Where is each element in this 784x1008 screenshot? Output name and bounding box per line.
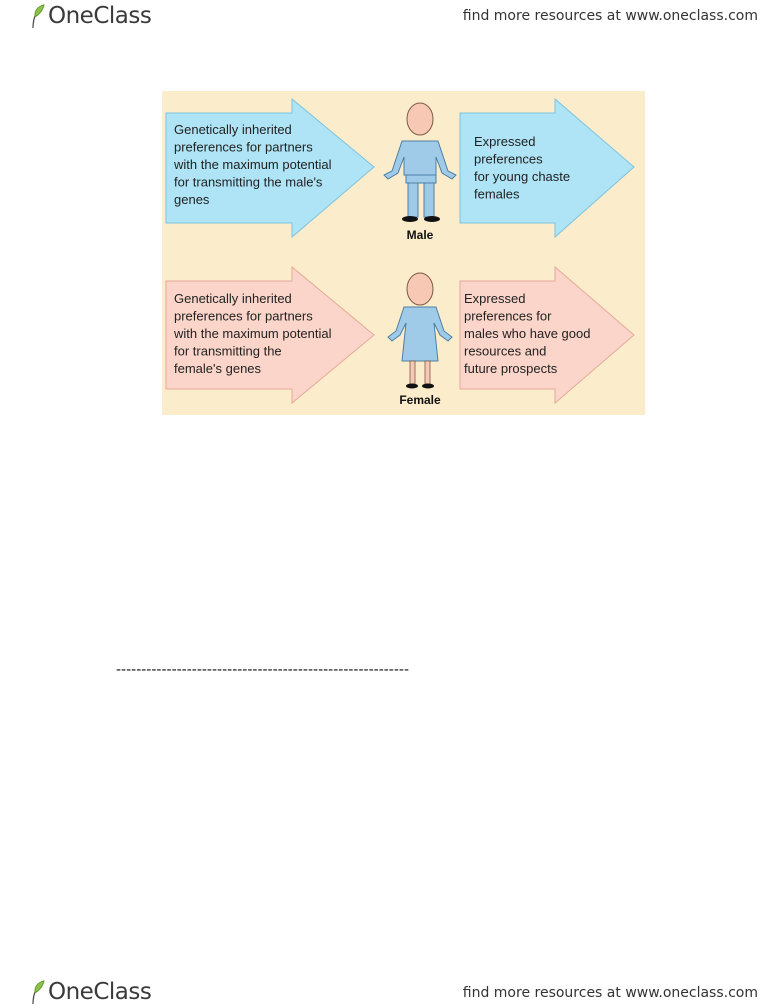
male-right-arrow-text-line: females <box>474 187 520 202</box>
header-tagline[interactable]: find more resources at www.oneclass.com <box>462 8 758 24</box>
male-left-arrow-text-line: Genetically inherited <box>174 122 292 137</box>
female-left-arrow-text: Genetically inherited preferences for par… <box>173 291 332 376</box>
male-figure-icon <box>383 102 457 222</box>
female-left-arrow-text-line: Genetically inherited <box>174 291 292 306</box>
female-left-arrow <box>165 265 375 405</box>
male-right-arrow-text-line: for young chaste <box>474 169 570 184</box>
male-left-arrow-text-line: with the maximum potential <box>173 157 332 172</box>
brand-logo: OneClass <box>30 2 152 30</box>
leaf-icon <box>32 4 45 29</box>
dashed-divider: ----------------------------------------… <box>116 662 410 678</box>
male-label: Male <box>407 228 434 242</box>
footer-brand-logo: OneClass <box>30 978 152 1006</box>
male-left-arrow-text-line: genes <box>174 192 210 207</box>
figure-canvas: Male Female Genetically inherited prefere… <box>165 97 635 407</box>
female-right-arrow-text-line: future prospects <box>464 361 558 376</box>
male-right-arrow <box>459 97 635 239</box>
female-label: Female <box>399 393 441 407</box>
female-figure-icon <box>387 272 453 389</box>
female-right-arrow-text-line: Expressed <box>464 291 525 306</box>
male-right-arrow-text-line: Expressed <box>474 134 535 149</box>
female-right-arrow-text-line: resources and <box>464 344 546 359</box>
leaf-icon <box>32 980 45 1005</box>
female-right-arrow-text-line: males who have good <box>464 326 590 341</box>
female-left-arrow-text-line: female's genes <box>174 361 262 376</box>
male-left-arrow-text-line: preferences for partners <box>174 140 313 155</box>
female-right-arrow-text-line: preferences for <box>464 309 552 324</box>
female-right-arrow-text: Expressed preferences for males who have g… <box>464 291 590 376</box>
brand-name: OneClass <box>48 3 152 29</box>
female-left-arrow-text-line: for transmitting the <box>174 344 282 359</box>
female-right-arrow <box>459 265 635 405</box>
male-right-arrow-text: Expressed preferences for young chaste fema… <box>474 134 570 202</box>
female-left-arrow-text-line: with the maximum potential <box>173 326 332 341</box>
footer-brand-name: OneClass <box>48 979 152 1005</box>
male-left-arrow-text: Genetically inherited preferences for par… <box>173 122 332 207</box>
mate-preference-figure: Male Female Genetically inherited prefere… <box>162 91 645 415</box>
female-left-arrow-text-line: preferences for partners <box>174 309 313 324</box>
footer-tagline[interactable]: find more resources at www.oneclass.com <box>462 985 758 1001</box>
male-right-arrow-text-line: preferences <box>474 152 543 167</box>
male-left-arrow-text-line: for transmitting the male's <box>174 175 323 190</box>
male-left-arrow <box>165 97 375 239</box>
